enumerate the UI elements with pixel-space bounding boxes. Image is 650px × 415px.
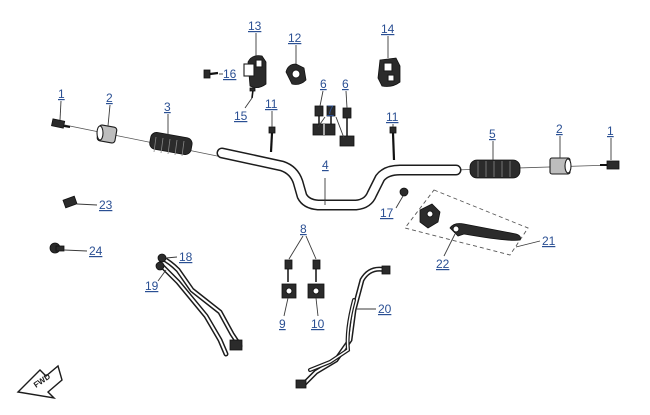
lever-assembly-outline [404, 189, 529, 256]
leader-7a [317, 116, 326, 128]
cable-left-drawing [155, 253, 243, 357]
grip-left-drawing [149, 132, 193, 157]
switch-bolt-drawing [203, 69, 219, 79]
leader-1a [59, 100, 62, 121]
switch-housing-right-drawing [377, 57, 401, 87]
part-label-7[interactable]: 7 [327, 103, 334, 117]
switch-screw-drawing [249, 87, 256, 99]
part-label-4[interactable]: 4 [322, 158, 329, 172]
leader-21 [515, 240, 541, 248]
upper-clamp-right-drawing [339, 107, 355, 147]
leader-22 [443, 233, 456, 257]
leader-24 [63, 249, 88, 252]
end-bolt-right-drawing [600, 160, 620, 170]
part-label-10[interactable]: 10 [311, 317, 325, 331]
part-label-2-left[interactable]: 2 [106, 91, 113, 105]
leader-15 [244, 97, 253, 109]
handlebar-drawing [216, 147, 462, 211]
leader-7b [335, 116, 345, 139]
part-label-5[interactable]: 5 [489, 127, 496, 141]
part-label-2-right[interactable]: 2 [556, 122, 563, 136]
lower-clamp-left-drawing [281, 259, 297, 299]
part-label-1-left[interactable]: 1 [58, 87, 65, 101]
part-label-6-right[interactable]: 6 [342, 77, 349, 91]
lower-clamp-right-drawing [307, 259, 325, 299]
clamp-bolt-left-drawing [268, 126, 276, 153]
cable-clamp-drawing [49, 242, 65, 254]
clip-drawing [62, 195, 78, 209]
upper-clamp-left-drawing [312, 105, 336, 136]
part-label-14[interactable]: 14 [381, 22, 395, 36]
part-label-21[interactable]: 21 [542, 234, 556, 248]
bar-end-weight-left-drawing [96, 124, 118, 144]
part-label-23[interactable]: 23 [99, 198, 113, 212]
leader-19 [157, 269, 167, 282]
clamp-bolt-right-drawing [389, 126, 397, 161]
part-label-16[interactable]: 16 [223, 67, 237, 81]
bar-end-weight-right-drawing [549, 157, 572, 175]
leader-8b [305, 235, 317, 260]
part-label-24[interactable]: 24 [89, 244, 103, 258]
leader-2a [107, 104, 111, 127]
leader-6b [345, 90, 348, 109]
part-label-1-right[interactable]: 1 [607, 124, 614, 138]
leader-9 [283, 297, 289, 317]
part-label-3[interactable]: 3 [164, 100, 171, 114]
leader-17 [395, 195, 404, 209]
part-label-17[interactable]: 17 [380, 206, 394, 220]
switch-housing-left-drawing [243, 55, 267, 88]
nut-drawing [399, 187, 409, 197]
lever-perch-drawing [419, 203, 441, 229]
part-label-9[interactable]: 9 [279, 317, 286, 331]
part-label-11-right[interactable]: 11 [386, 110, 399, 124]
throttle-cable-drawing [295, 265, 391, 389]
part-label-15[interactable]: 15 [234, 109, 248, 123]
part-label-13[interactable]: 13 [248, 19, 262, 33]
leader-10 [315, 297, 319, 317]
throttle-housing-drawing [285, 63, 307, 85]
part-label-6-left[interactable]: 6 [320, 77, 327, 91]
part-label-12[interactable]: 12 [288, 31, 302, 45]
grip-right-drawing [469, 159, 521, 179]
leader-18 [165, 256, 178, 259]
part-label-11-left[interactable]: 11 [265, 97, 278, 111]
leader-8a [288, 235, 304, 260]
forward-arrow-icon: FWD [16, 364, 63, 400]
leader-23 [76, 203, 98, 206]
part-label-19[interactable]: 19 [145, 279, 159, 293]
assembly-axis-left [59, 123, 223, 158]
lever-drawing [449, 223, 521, 241]
part-label-8[interactable]: 8 [300, 222, 307, 236]
end-bolt-left-drawing [51, 118, 71, 129]
part-label-22[interactable]: 22 [436, 257, 450, 271]
part-label-18[interactable]: 18 [179, 250, 193, 264]
part-label-20[interactable]: 20 [378, 302, 392, 316]
leader-6a [319, 90, 324, 107]
